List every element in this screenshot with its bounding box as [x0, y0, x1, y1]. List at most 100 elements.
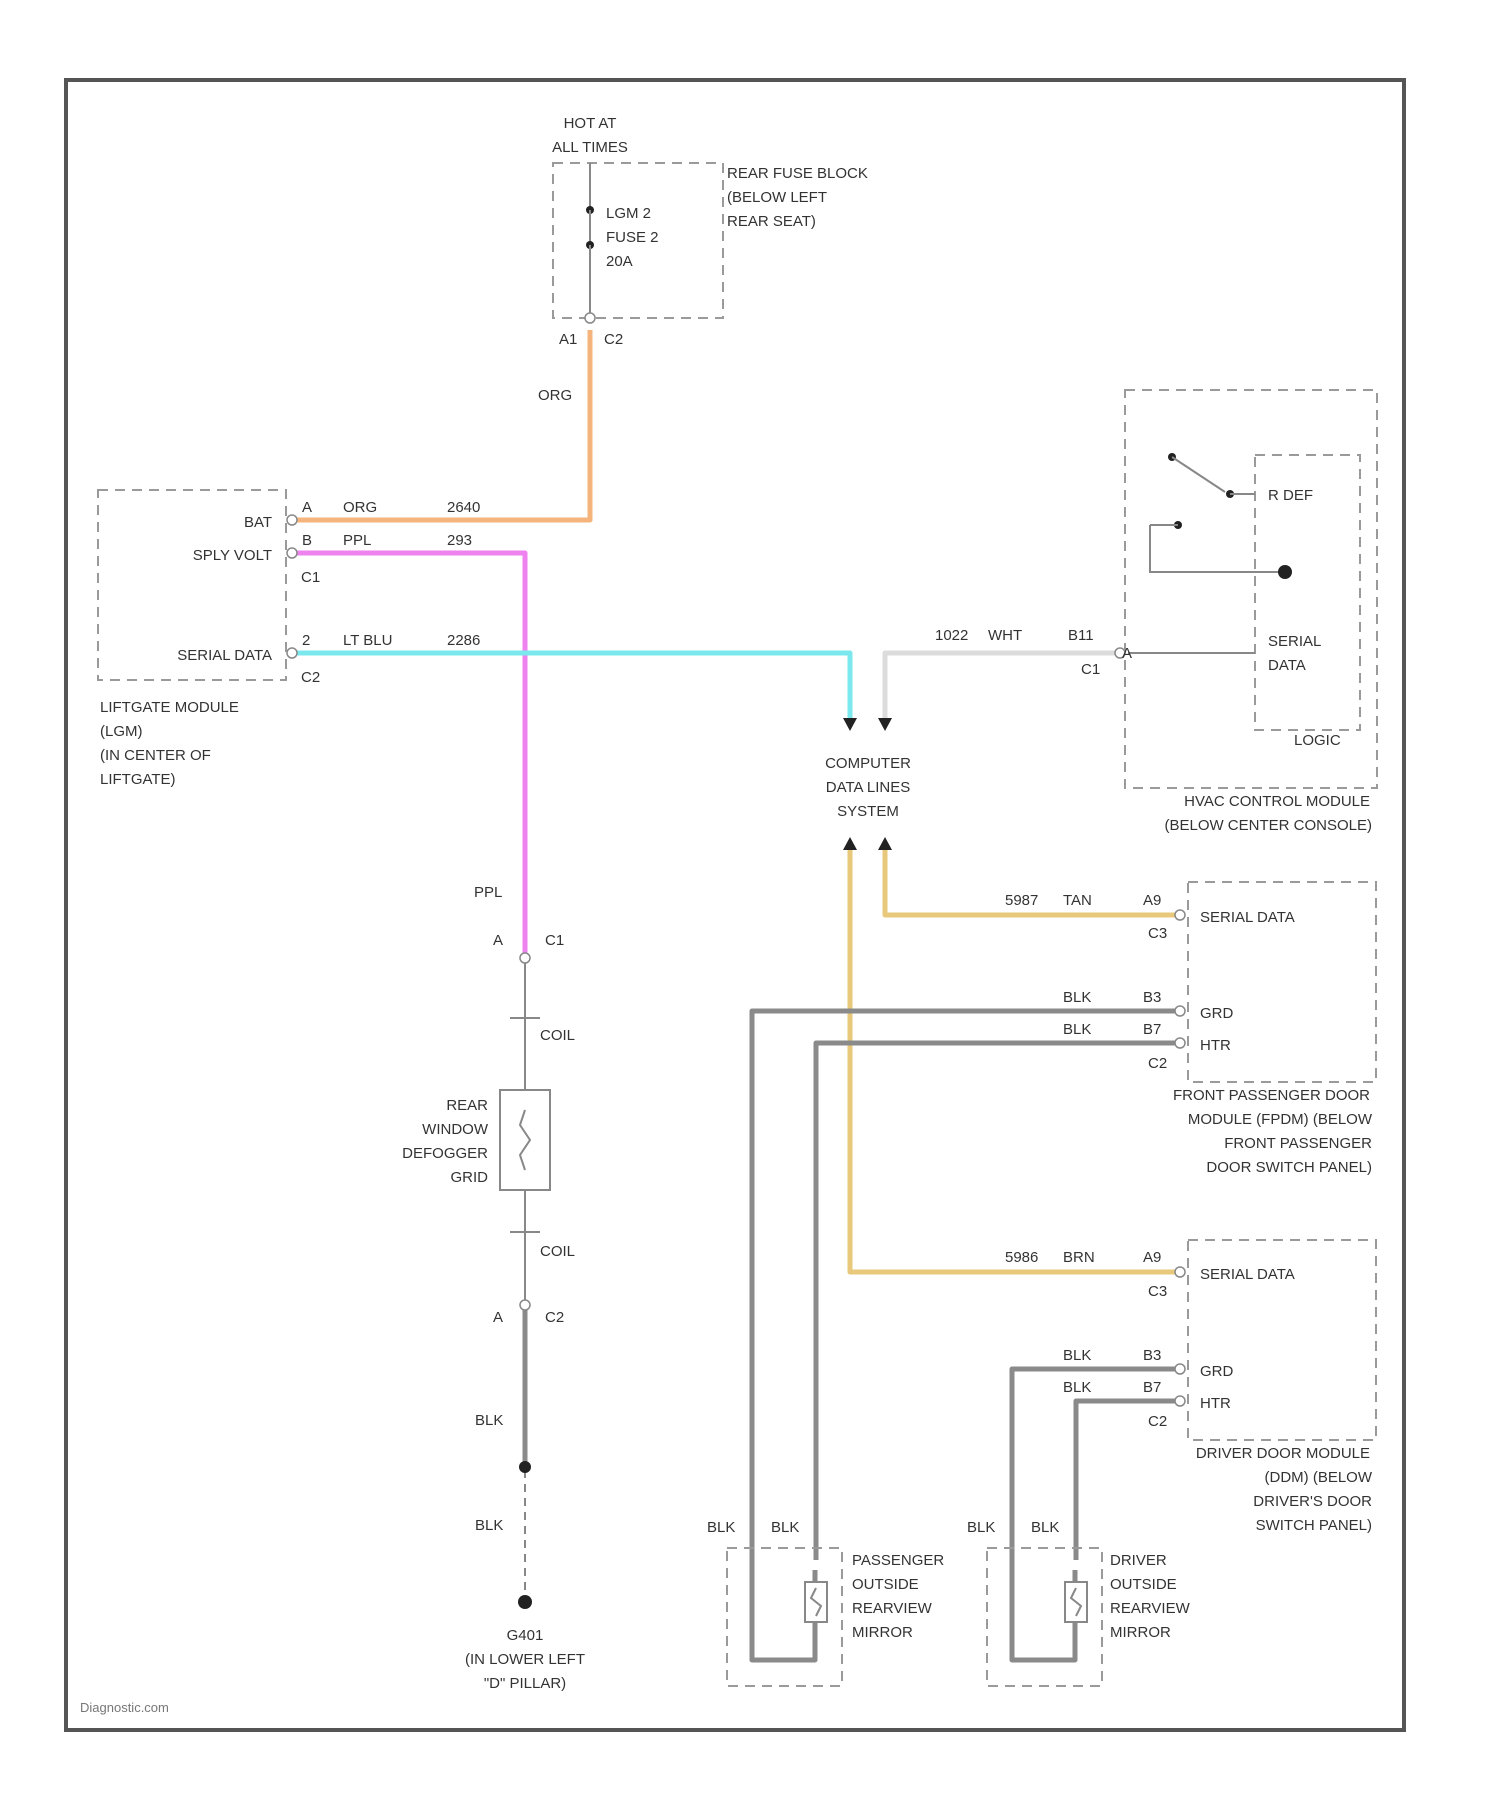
fpdm-title-4: DOOR SWITCH PANEL) — [1206, 1159, 1372, 1176]
rdef-label: R DEF — [1268, 487, 1313, 504]
fpdm-conn-c2: C2 — [1148, 1055, 1167, 1072]
org-wire-label: ORG — [538, 387, 572, 404]
defogger-grid-element — [520, 1110, 530, 1170]
fpdm-serial-conn: C3 — [1148, 925, 1167, 942]
lgm-title-2: (LGM) — [100, 723, 143, 740]
fuse-block-title-3: REAR SEAT) — [727, 213, 816, 230]
ddm-htr-pin-num: B7 — [1143, 1379, 1161, 1396]
diagram-frame — [66, 80, 1404, 1730]
fuse-block-pin — [585, 313, 595, 323]
drv-mirror-blk-b: BLK — [1031, 1519, 1059, 1536]
pass-mirror-title-4: MIRROR — [852, 1624, 913, 1641]
pass-mirror-blk-a: BLK — [707, 1519, 735, 1536]
fuse-block-title-2: (BELOW LEFT — [727, 189, 827, 206]
drv-mirror-title-1: DRIVER — [1110, 1552, 1167, 1569]
fpdm-serial-color: TAN — [1063, 892, 1092, 909]
lgm-serial-data-label: SERIAL DATA — [177, 647, 272, 664]
ground-dot — [518, 1595, 532, 1609]
lgm-ltblu-color: LT BLU — [343, 632, 392, 649]
lgm-pin-2 — [287, 648, 297, 658]
hvac-title-1: HVAC CONTROL MODULE — [1184, 793, 1370, 810]
fpdm-htr-pin-num: B7 — [1143, 1021, 1161, 1038]
fpdm-serial-circuit: 5987 — [1005, 892, 1038, 909]
data-arrow-2 — [878, 718, 892, 731]
fpdm-title-1: FRONT PASSENGER DOOR — [1173, 1087, 1370, 1104]
fuse-label-3: 20A — [606, 253, 633, 270]
ddm-title-4: SWITCH PANEL) — [1256, 1517, 1372, 1534]
ddm-htr-pin — [1175, 1396, 1185, 1406]
lgm-title-4: LIFTGATE) — [100, 771, 176, 788]
watermark: Diagnostic.com — [80, 1700, 169, 1715]
lgm-ltblu-circuit: 2286 — [447, 632, 480, 649]
ddm-serial-pin-num: A9 — [1143, 1249, 1161, 1266]
defogger-conn-c2-label: C2 — [545, 1309, 564, 1326]
pass-mirror-title-2: OUTSIDE — [852, 1576, 919, 1593]
lt-blu-wire — [297, 653, 850, 718]
drv-mirror-blk-a: BLK — [967, 1519, 995, 1536]
defogger-label-2: WINDOW — [422, 1121, 489, 1138]
fpdm-htr-pin — [1175, 1038, 1185, 1048]
fpdm-grd-color: BLK — [1063, 989, 1091, 1006]
defogger-pin-a2 — [520, 1300, 530, 1310]
drv-mirror-title-3: REARVIEW — [1110, 1600, 1191, 1617]
hvac-pin-a-label: A — [1122, 645, 1132, 662]
data-lines-label-1: COMPUTER — [825, 755, 911, 772]
rdef-switch-arm — [1172, 457, 1225, 492]
pass-mirror-title-3: REARVIEW — [852, 1600, 933, 1617]
lgm-conn-c2: C2 — [301, 669, 320, 686]
ground-label-1: G401 — [507, 1627, 544, 1644]
defogger-label-1: REAR — [446, 1097, 488, 1114]
lgm-pin-a — [287, 515, 297, 525]
defogger-conn-c1-label: C1 — [545, 932, 564, 949]
fuse-label-1: LGM 2 — [606, 205, 651, 222]
hvac-pin-b11: B11 — [1068, 627, 1094, 644]
org-wire — [297, 330, 590, 520]
ddm-serial-conn: C3 — [1148, 1283, 1167, 1300]
fpdm-title-2: MODULE (FPDM) (BELOW — [1188, 1111, 1373, 1128]
lgm-pin-b-num: B — [302, 532, 312, 549]
hvac-conn-c1: C1 — [1081, 661, 1100, 678]
data-arrow-3 — [843, 837, 857, 850]
lgm-title-3: (IN CENTER OF — [100, 747, 211, 764]
fpdm-grd-pin-num: B3 — [1143, 989, 1161, 1006]
drv-mirror-title-4: MIRROR — [1110, 1624, 1171, 1641]
ddm-serial-circuit: 5986 — [1005, 1249, 1038, 1266]
hvac-title-2: (BELOW CENTER CONSOLE) — [1164, 817, 1372, 834]
ground-label-2: (IN LOWER LEFT — [465, 1651, 585, 1668]
fpdm-htr-label: HTR — [1200, 1037, 1231, 1054]
coil1-label: COIL — [540, 1027, 575, 1044]
fpdm-serial-pin — [1175, 910, 1185, 920]
data-arrow-4 — [878, 837, 892, 850]
pass-mirror-blk-b: BLK — [771, 1519, 799, 1536]
ddm-title-3: DRIVER'S DOOR — [1253, 1493, 1372, 1510]
lgm-pin-2-num: 2 — [302, 632, 310, 649]
ground-label-3: "D" PILLAR) — [484, 1675, 566, 1692]
coil2-label: COIL — [540, 1243, 575, 1260]
lgm-ppl-color: PPL — [343, 532, 371, 549]
fuse-block-title-1: REAR FUSE BLOCK — [727, 165, 868, 182]
drv-mirror-title-2: OUTSIDE — [1110, 1576, 1177, 1593]
ddm-serial-color: BRN — [1063, 1249, 1095, 1266]
fpdm-serial-label: SERIAL DATA — [1200, 909, 1295, 926]
fpdm-htr-wire — [816, 1043, 1175, 1560]
lgm-ppl-circuit: 293 — [447, 532, 472, 549]
hvac-wire-circuit: 1022 — [935, 627, 968, 644]
lgm-conn-c1: C1 — [301, 569, 320, 586]
data-arrow-1 — [843, 718, 857, 731]
hvac-module-box — [1125, 390, 1377, 788]
ddm-grd-color: BLK — [1063, 1347, 1091, 1364]
hot-at-label: HOT AT — [564, 115, 617, 132]
lgm-org-circuit: 2640 — [447, 499, 480, 516]
defogger-grid-box — [500, 1090, 550, 1190]
logic-input-dot — [1278, 565, 1292, 579]
splice-dot — [519, 1461, 531, 1473]
ddm-serial-label: SERIAL DATA — [1200, 1266, 1295, 1283]
ppl-wire-label: PPL — [474, 884, 502, 901]
defogger-label-4: GRID — [451, 1169, 489, 1186]
hvac-serial-label-2: DATA — [1268, 657, 1306, 674]
pass-mirror-title-1: PASSENGER — [852, 1552, 944, 1569]
fpdm-title-3: FRONT PASSENGER — [1224, 1135, 1372, 1152]
ddm-conn-c2: C2 — [1148, 1413, 1167, 1430]
lgm-org-color: ORG — [343, 499, 377, 516]
